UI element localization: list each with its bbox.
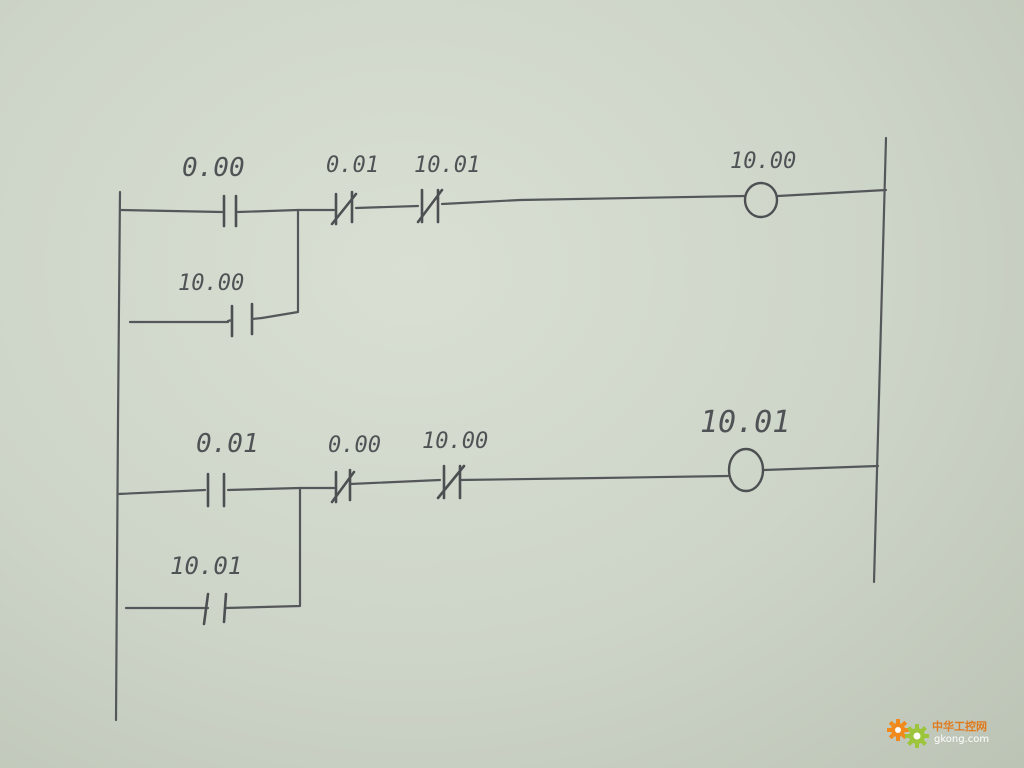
rung-2-contact-nc-1 [330, 468, 356, 504]
left-power-rail [114, 190, 122, 722]
rung-2-output-coil [727, 447, 765, 493]
rung-2-contact-nc-1-label: 0.00 [328, 433, 381, 458]
rung-1-contact-nc-2-label: 10.01 [414, 153, 480, 178]
rung-1-contact-no-label: 0.00 [182, 153, 245, 183]
rung-1-contact-no [222, 194, 238, 228]
rung-1-contact-nc-1 [330, 190, 358, 226]
rung-1-contact-nc-2 [416, 188, 444, 224]
rung-2-branch-contact-label: 10.01 [170, 552, 242, 580]
rung-1-branch-wire [128, 208, 300, 324]
rung-1-output-coil-label: 10.00 [730, 149, 796, 174]
rung-1-output-coil [743, 181, 779, 219]
rung-2-contact-no-label: 0.01 [196, 429, 259, 459]
rung-2-contact-nc-2 [436, 464, 466, 500]
rung-1: 0.00 0.01 10.01 10.00 10.00 [118, 149, 888, 338]
rung-1-branch-contact-label: 10.00 [178, 271, 244, 296]
gear-logo-icon [887, 719, 929, 748]
rung-2: 0.01 0.00 10.00 10.01 10.01 [116, 405, 880, 626]
rung-1-branch-contact-no [226, 302, 264, 338]
watermark-domain: gkong.com [934, 734, 990, 745]
rung-2-contact-nc-2-label: 10.00 [422, 429, 488, 454]
rung-2-branch-wire [124, 486, 302, 610]
rung-1-contact-nc-1-label: 0.01 [326, 153, 379, 178]
rung-2-branch-contact-no [202, 592, 228, 626]
rung-2-output-coil-label: 10.01 [700, 405, 790, 440]
right-power-rail [872, 136, 888, 584]
rung-2-contact-no [206, 472, 226, 508]
watermark: 中华工控网 gkong.com [884, 716, 1014, 750]
watermark-site-name: 中华工控网 [932, 720, 987, 733]
